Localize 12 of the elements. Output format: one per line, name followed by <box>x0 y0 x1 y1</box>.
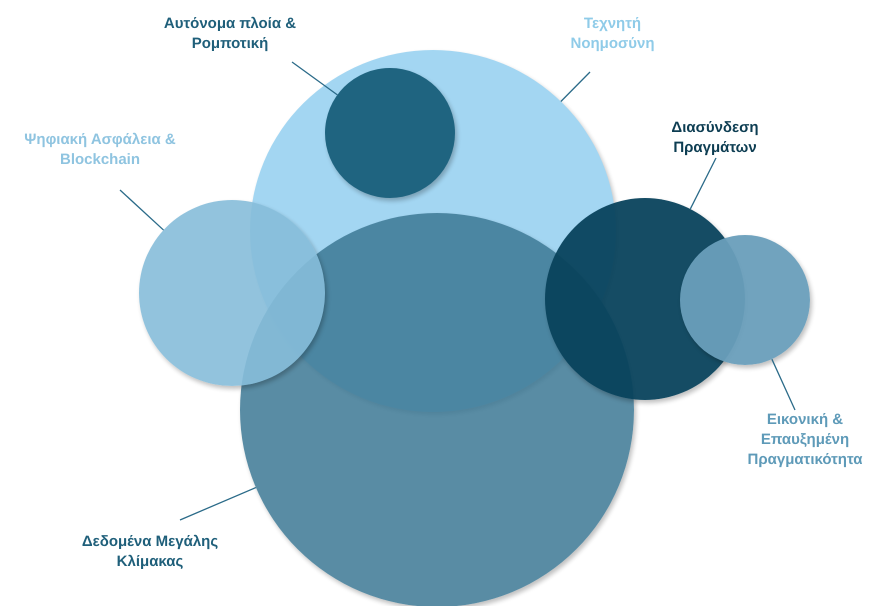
topic-label: Ψηφιακή Ασφάλεια & Blockchain <box>0 130 200 170</box>
topic-label: Δεδομένα Μεγάλης Κλίμακας <box>50 532 250 572</box>
leader-line <box>560 72 590 102</box>
topic-label: Εικονική & Επαυξημένη Πραγματικότητα <box>730 410 880 470</box>
leader-line <box>771 358 796 410</box>
leader-line <box>180 486 256 521</box>
leader-line <box>120 190 164 231</box>
topic-label: Διασύνδεση Πραγμάτων <box>640 118 790 158</box>
leader-line <box>690 158 717 210</box>
topic-label: Τεχνητή Νοημοσύνη <box>540 14 685 54</box>
leader-line <box>292 61 338 96</box>
topic-label: Αυτόνομα πλοία & Ρομποτική <box>140 14 320 54</box>
